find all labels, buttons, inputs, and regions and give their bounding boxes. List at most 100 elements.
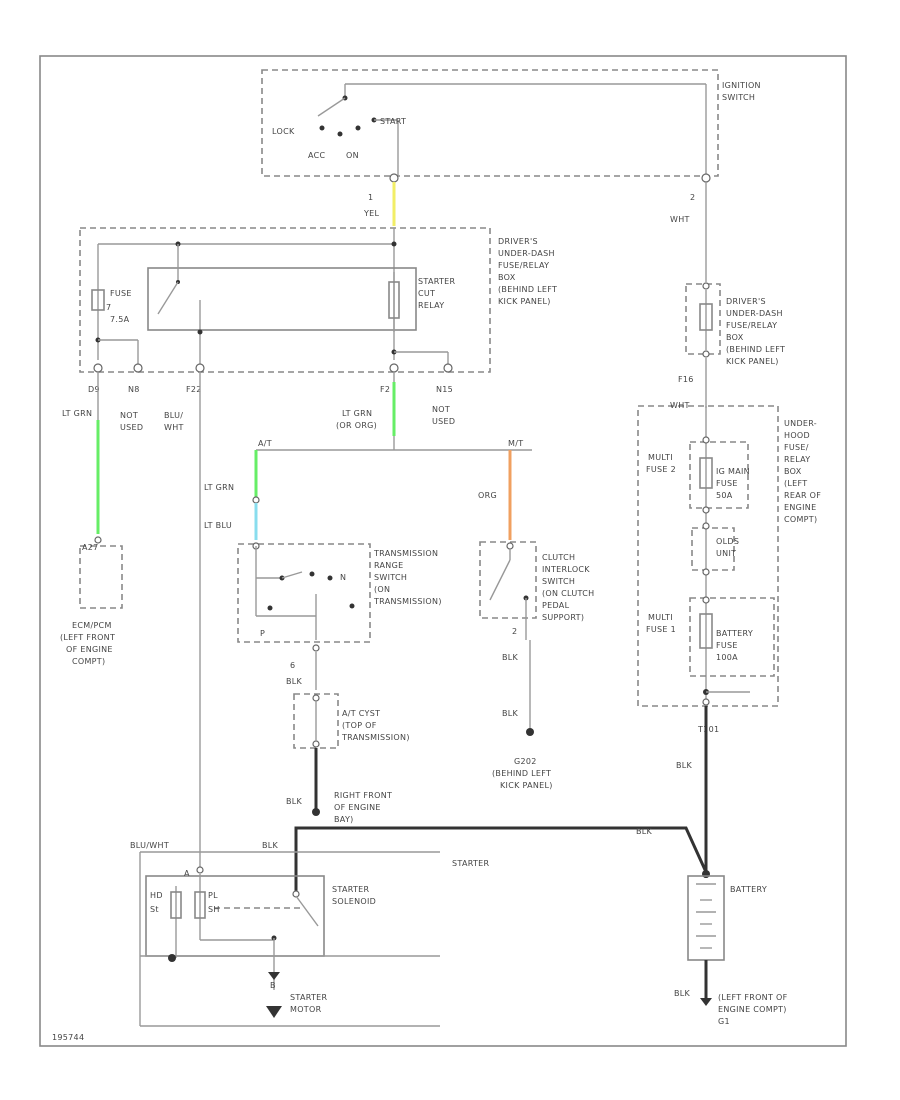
trans-switch-label-1: TRANSMISSION xyxy=(373,549,438,558)
ecm-label-2: (LEFT FRONT xyxy=(60,633,115,642)
blk-label-e: BLK xyxy=(676,761,693,770)
lt-blu-label: LT BLU xyxy=(204,521,232,530)
blu-wht-label-1: BLU/ xyxy=(164,411,183,420)
starter-b-label: B xyxy=(270,981,276,990)
ignition-start-label: START xyxy=(380,117,406,126)
right-box-label-2: UNDER-DASH xyxy=(726,309,783,318)
fuse-relay-box-label-4: BOX xyxy=(498,273,516,282)
transmission-range-switch: P N TRANSMISSION RANGE SWITCH (ON TRANSM… xyxy=(237,542,441,670)
starter-cut-relay-label-2: CUT xyxy=(418,289,435,298)
battery-starter-cable xyxy=(294,826,708,892)
clutch-label-3: SWITCH xyxy=(542,577,575,586)
ecm-label-3: OF ENGINE xyxy=(66,645,113,654)
lt-grn-or-org-label-1: LT GRN xyxy=(342,409,372,418)
starter-title: STARTER xyxy=(452,859,490,868)
underhood-label-6: (LEFT xyxy=(784,479,807,488)
blk-label-c: BLK xyxy=(502,653,519,662)
fuse-relay-box-label-2: UNDER-DASH xyxy=(498,249,555,258)
fuse-relay-box-label-5: (BEHIND LEFT xyxy=(498,285,557,294)
wht-wire-label: WHT xyxy=(670,215,690,224)
not-used-a-1: NOT xyxy=(120,411,138,420)
ignition-acc-label: ACC xyxy=(308,151,326,160)
ignition-lock-label: LOCK xyxy=(272,127,295,136)
starter-sh-label: SH xyxy=(208,905,220,914)
clutch-label-2: INTERLOCK xyxy=(542,565,590,574)
ecm-label-4: COMPT) xyxy=(72,657,105,666)
fuse-relay-box-label-1: DRIVER'S xyxy=(498,237,538,246)
g1-label: G1 xyxy=(718,1017,730,1026)
fuse-relay-box-label-6: KICK PANEL) xyxy=(498,297,551,306)
g202-location-2: KICK PANEL) xyxy=(500,781,553,790)
blk-label-b: BLK xyxy=(286,797,303,806)
battery-fuse-label-2: FUSE xyxy=(716,641,738,650)
ign-main-label-3: 50A xyxy=(716,491,733,500)
battery-fuse-label-1: BATTERY xyxy=(716,629,753,638)
diagram-id: 195744 xyxy=(52,1033,84,1042)
not-used-b-1: NOT xyxy=(432,405,450,414)
right-front-label-3: BAY) xyxy=(334,815,354,824)
blk-label-h: BLK xyxy=(262,841,279,850)
starter-hd-label: HD xyxy=(150,891,163,900)
ign-main-label-2: FUSE xyxy=(716,479,738,488)
solenoid-label-1: STARTER xyxy=(332,885,370,894)
at-cyst-label-2: (TOP OF xyxy=(342,721,377,730)
right-box-label-5: (BEHIND LEFT xyxy=(726,345,785,354)
pin-d9: D9 xyxy=(88,385,100,394)
g202-location-1: (BEHIND LEFT xyxy=(492,769,551,778)
trans-switch-pin: 6 xyxy=(290,661,295,670)
mt-label: M/T xyxy=(508,439,523,448)
blk-label-g: BLK xyxy=(674,989,691,998)
yel-wire-label: YEL xyxy=(363,209,380,218)
under-hood-fuse-relay-box: WHT UNDER- HOOD FUSE/ RELAY BOX (LEFT RE… xyxy=(637,401,821,707)
lt-grn-2-label: LT GRN xyxy=(204,483,234,492)
clutch-label-4: (ON CLUTCH xyxy=(542,589,594,598)
clutch-label-5: PEDAL xyxy=(542,601,570,610)
battery: BATTERY xyxy=(687,875,767,961)
left-front-label-2: ENGINE COMPT) xyxy=(718,1005,787,1014)
fuse-number: 7 xyxy=(106,303,111,312)
t101-label: T101 xyxy=(697,725,719,734)
multi2-label-2: FUSE 2 xyxy=(646,465,676,474)
ecm-label-1: ECM/PCM xyxy=(72,621,112,630)
diagram-frame xyxy=(39,55,847,1047)
underhood-label-4: RELAY xyxy=(784,455,811,464)
pin-n8: N8 xyxy=(128,385,140,394)
fuse-amperage: 7.5A xyxy=(110,315,130,324)
blk-label-f: BLK xyxy=(636,827,653,836)
pin-f2: F2 xyxy=(380,385,390,394)
underhood-label-3: FUSE/ xyxy=(784,443,809,452)
at-cyst: A/T CYST (TOP OF TRANSMISSION) xyxy=(293,693,410,749)
starter: BLU/WHT BLK STARTER A HD St PL SH STARTE… xyxy=(130,841,490,1027)
starter-blu-wht-label: BLU/WHT xyxy=(130,841,169,850)
pin-f22: F22 xyxy=(186,385,202,394)
battery-label: BATTERY xyxy=(730,885,767,894)
trans-switch-label-3: SWITCH xyxy=(374,573,407,582)
multi2-label-1: MULTI xyxy=(648,453,673,462)
underhood-label-1: UNDER- xyxy=(784,419,817,428)
under-dash-fuse-relay-box: DRIVER'S UNDER-DASH FUSE/RELAY BOX (BEHI… xyxy=(79,227,557,394)
underhood-label-7: REAR OF xyxy=(784,491,821,500)
ignition-switch: LOCK START ACC ON IGNITION SWITCH 1 2 xyxy=(261,69,761,202)
ignition-pin-2: 2 xyxy=(690,193,695,202)
at-cyst-label-3: TRANSMISSION) xyxy=(341,733,410,742)
ignition-on-label: ON xyxy=(346,151,359,160)
trans-switch-label-2: RANGE xyxy=(374,561,403,570)
fuse-label: FUSE xyxy=(110,289,132,298)
at-label: A/T xyxy=(258,439,272,448)
ignition-pin-1: 1 xyxy=(368,193,373,202)
multi1-label-2: FUSE 1 xyxy=(646,625,676,634)
clutch-label-1: CLUTCH xyxy=(542,553,575,562)
right-front-label-1: RIGHT FRONT xyxy=(334,791,392,800)
starter-pl-label: PL xyxy=(208,891,218,900)
ecm-pin: A27 xyxy=(82,543,99,552)
multi1-label-1: MULTI xyxy=(648,613,673,622)
fuse-relay-box-label-3: FUSE/RELAY xyxy=(498,261,549,270)
under-dash-fuse-relay-box-right: DRIVER'S UNDER-DASH FUSE/RELAY BOX (BEHI… xyxy=(678,282,785,384)
olds-label-2: UNIT xyxy=(716,549,736,558)
right-box-label-6: KICK PANEL) xyxy=(726,357,779,366)
underhood-label-8: ENGINE xyxy=(784,503,816,512)
at-cyst-label-1: A/T CYST xyxy=(342,709,380,718)
underhood-label-5: BOX xyxy=(784,467,802,476)
battery-fuse-label-3: 100A xyxy=(716,653,738,662)
